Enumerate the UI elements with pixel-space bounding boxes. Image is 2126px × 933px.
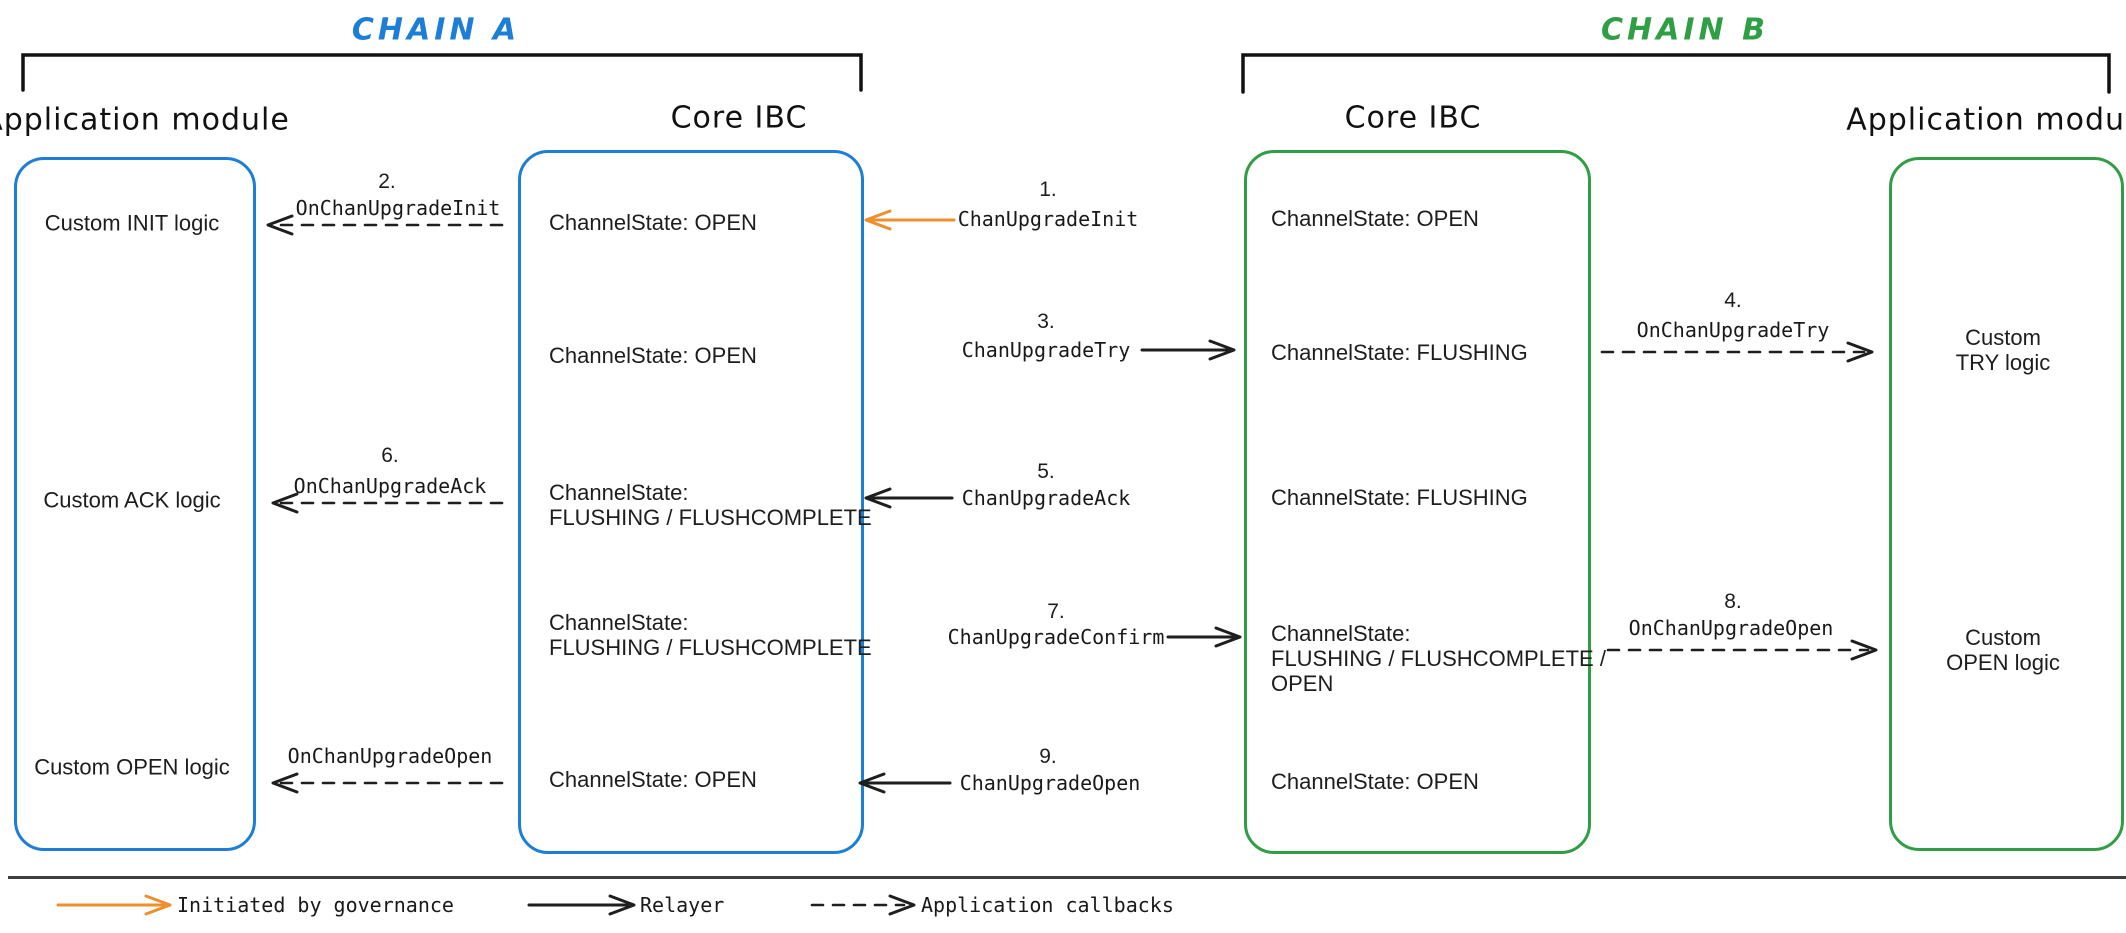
relayer-arrow-step9 (858, 772, 952, 794)
chain-b-bracket (1241, 53, 2111, 94)
chain-a-bracket (21, 53, 863, 92)
relayer-arrow-step7 (1166, 626, 1242, 648)
core-ibc-b-header: Core IBC (1344, 100, 1482, 136)
app-module-a-box (14, 157, 256, 851)
callback-arrow-step4 (1600, 341, 1874, 363)
core-a-state-2: ChannelState: OPEN (549, 343, 757, 368)
step8-number: 8. (1724, 590, 1742, 613)
legend-governance-label: Initiated by governance (177, 893, 454, 917)
custom-try-logic-label: Custom TRY logic (1955, 325, 2051, 375)
legend-separator-line (8, 876, 2126, 879)
step5-label: ChanUpgradeAck (961, 486, 1131, 510)
step8-label: OnChanUpgradeOpen (1628, 616, 1834, 640)
step2-label: OnChanUpgradeInit (295, 196, 501, 220)
legend-relayer-label: Relayer (640, 893, 725, 917)
chain-a-title: CHAIN A (351, 12, 521, 48)
core-ibc-a-box (518, 150, 864, 854)
core-b-state-3: ChannelState: FLUSHING (1271, 485, 1528, 510)
custom-open-logic-a-label: Custom OPEN logic (34, 754, 230, 780)
core-a-state-5: ChannelState: OPEN (549, 767, 757, 792)
core-b-state-1: ChannelState: OPEN (1271, 206, 1479, 231)
callback-arrow-open-a (271, 772, 504, 794)
step4-number: 4. (1724, 289, 1742, 312)
callback-arrow-step8 (1606, 639, 1878, 661)
core-b-state-2: ChannelState: FLUSHING (1271, 340, 1528, 365)
core-b-state-5: ChannelState: OPEN (1271, 769, 1479, 794)
callback-arrow-step2 (266, 214, 504, 236)
core-a-state-3: ChannelState: FLUSHING / FLUSHCOMPLETE (549, 480, 872, 530)
custom-init-logic-label: Custom INIT logic (44, 210, 220, 236)
step1-number: 1. (1039, 178, 1057, 201)
app-module-a-header: Application module (0, 102, 290, 138)
legend-callbacks-arrow (810, 894, 916, 916)
step9-number: 9. (1039, 745, 1057, 768)
step4-label: OnChanUpgradeTry (1636, 318, 1830, 342)
open-callback-a-label: OnChanUpgradeOpen (287, 744, 493, 768)
step7-number: 7. (1047, 600, 1065, 623)
step9-label: ChanUpgradeOpen (959, 771, 1141, 795)
core-ibc-b-box (1244, 150, 1591, 854)
governance-arrow-step1 (864, 209, 956, 231)
step6-number: 6. (381, 444, 399, 467)
legend-callbacks-label: Application callbacks (921, 893, 1174, 917)
core-b-state-4: ChannelState: FLUSHING / FLUSHCOMPLETE /… (1271, 621, 1606, 696)
callback-arrow-step6 (271, 492, 504, 514)
custom-ack-logic-label: Custom ACK logic (43, 487, 221, 513)
relayer-arrow-step5 (864, 487, 954, 509)
step5-number: 5. (1037, 460, 1055, 483)
step3-label: ChanUpgradeTry (961, 338, 1131, 362)
step2-number: 2. (378, 170, 396, 193)
step6-label: OnChanUpgradeAck (293, 474, 487, 498)
step1-label: ChanUpgradeInit (957, 207, 1139, 231)
app-module-b-header: Application module (1846, 102, 2126, 138)
legend-governance-arrow (56, 894, 172, 916)
core-a-state-1: ChannelState: OPEN (549, 210, 757, 235)
step7-label: ChanUpgradeConfirm (947, 625, 1165, 649)
chain-b-title: CHAIN B (1601, 12, 1769, 48)
custom-open-logic-b-label: Custom OPEN logic (1946, 625, 2060, 675)
relayer-arrow-step3 (1140, 339, 1236, 361)
step3-number: 3. (1037, 310, 1055, 333)
app-module-b-box (1889, 157, 2124, 851)
core-a-state-4: ChannelState: FLUSHING / FLUSHCOMPLETE (549, 610, 872, 660)
legend-relayer-arrow (527, 894, 636, 916)
core-ibc-a-header: Core IBC (670, 100, 808, 136)
